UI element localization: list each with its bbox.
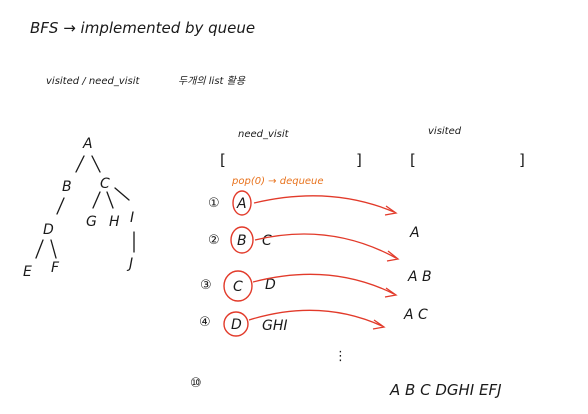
popped-item: C bbox=[233, 279, 243, 295]
edge-c-h bbox=[106, 191, 114, 209]
tree-node-d: D bbox=[43, 222, 54, 238]
edge-d-f bbox=[50, 239, 57, 259]
visited-state: A B bbox=[407, 269, 432, 285]
need-visit-open-bracket: [ bbox=[220, 151, 226, 169]
arrow-head bbox=[384, 287, 398, 298]
final-visited: A B C DGHI EFJ bbox=[389, 381, 502, 399]
remaining-items: D bbox=[265, 277, 276, 293]
edge-a-b bbox=[75, 155, 85, 173]
popped-circle bbox=[223, 311, 249, 337]
edge-b-d bbox=[56, 197, 65, 215]
arrow-head bbox=[372, 319, 386, 330]
popped-circle bbox=[232, 190, 252, 216]
visited-close-bracket: ] bbox=[519, 151, 525, 169]
step-number: ④ bbox=[199, 315, 211, 330]
step-number: ② bbox=[208, 233, 220, 248]
tree-node-a: A bbox=[82, 136, 93, 152]
move-arrow bbox=[254, 233, 397, 259]
need-visit-label: need_visit bbox=[238, 129, 290, 140]
visited-label: visited bbox=[428, 126, 462, 137]
move-arrow bbox=[248, 309, 383, 327]
tree-node-h: H bbox=[109, 214, 120, 230]
remaining-items: GHI bbox=[262, 318, 288, 334]
visited-state: A C bbox=[403, 307, 428, 323]
step-3: ③ C D A C bbox=[200, 270, 428, 323]
step-1: ① A A bbox=[208, 190, 420, 241]
arrow-head bbox=[386, 250, 400, 262]
tree-node-c: C bbox=[100, 176, 110, 192]
edge-c-i bbox=[114, 187, 130, 201]
continuation-ellipsis: ⋮ bbox=[334, 349, 347, 364]
popped-item: A bbox=[236, 196, 247, 212]
tree-node-g: G bbox=[86, 214, 97, 230]
arrow-head bbox=[384, 205, 398, 216]
visited-open-bracket: [ bbox=[410, 151, 416, 169]
step-4: ④ D GHI bbox=[199, 309, 386, 337]
tree-node-j: J bbox=[126, 256, 133, 272]
visited-brackets: [ ] bbox=[410, 151, 525, 169]
subtitle: visited / need_visit bbox=[46, 76, 141, 87]
move-arrow bbox=[252, 273, 395, 295]
popped-circle bbox=[230, 226, 254, 254]
need-visit-brackets: [ ] bbox=[220, 151, 362, 169]
pop-note: pop(0) → dequeue bbox=[231, 176, 324, 187]
page-title: BFS → implemented by queue bbox=[30, 19, 255, 37]
move-arrow bbox=[253, 195, 395, 213]
subtitle-note: 두개의 list 활용 bbox=[178, 75, 246, 87]
need-visit-close-bracket: ] bbox=[356, 151, 362, 169]
popped-item: B bbox=[237, 233, 247, 249]
visited-state: A bbox=[409, 225, 420, 241]
remaining-items: C bbox=[262, 233, 272, 249]
tree-node-f: F bbox=[51, 260, 60, 276]
tree-node-i: I bbox=[130, 210, 134, 226]
tree-node-b: B bbox=[62, 179, 72, 195]
step-2: ② B C A B bbox=[208, 226, 432, 285]
tree-edges bbox=[35, 155, 135, 259]
edge-c-g bbox=[92, 191, 101, 209]
edge-a-c bbox=[91, 155, 101, 173]
popped-item: D bbox=[231, 317, 242, 333]
tree-node-e: E bbox=[23, 264, 32, 280]
final-step-number: ⑩ bbox=[190, 376, 202, 391]
edge-d-e bbox=[35, 239, 44, 259]
tree: A B C D G H I E F J bbox=[23, 136, 134, 280]
popped-circle bbox=[223, 270, 253, 302]
step-number: ③ bbox=[200, 278, 212, 293]
step-number: ① bbox=[208, 196, 220, 211]
